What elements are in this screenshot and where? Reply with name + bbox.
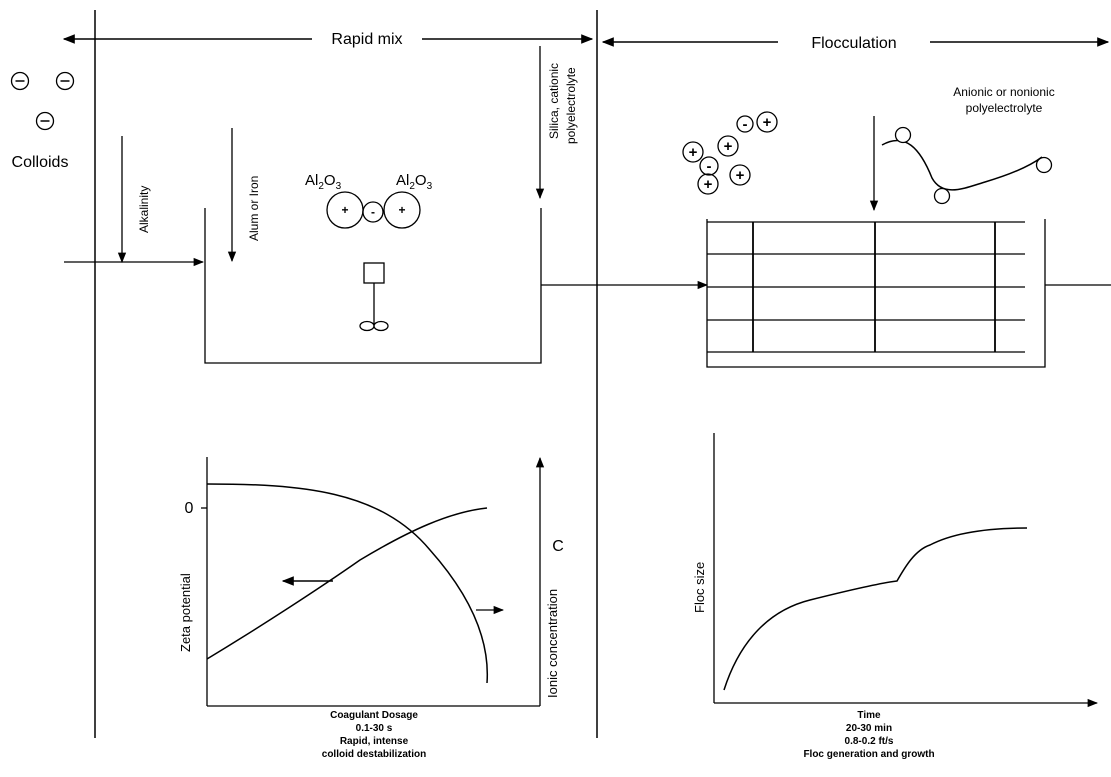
rapid-mix-label: Rapid mix bbox=[331, 31, 402, 48]
colloids-label: Colloids bbox=[12, 154, 69, 171]
colloid-negative-2 bbox=[55, 71, 75, 91]
anionic-label-line2: polyelectrolyte bbox=[966, 101, 1043, 115]
silica-label-line1: Silica, cationic bbox=[547, 63, 561, 139]
anionic-label-line1: Anionic or nonionic bbox=[953, 85, 1054, 99]
zero-tick-label: 0 bbox=[185, 500, 194, 517]
zeta-curve bbox=[206, 483, 489, 684]
particle-bridge: + - + bbox=[326, 191, 421, 229]
colloid-negative-1 bbox=[10, 71, 30, 91]
al2o3-left: Al2O3 bbox=[305, 172, 342, 192]
alkalinity-label: Alkalinity bbox=[137, 186, 151, 233]
bridge-minus: - bbox=[371, 205, 375, 219]
mixer-impeller-icon bbox=[359, 262, 389, 332]
charged-particle-cluster: + - + - + + + bbox=[682, 111, 778, 195]
bridge-plus-left: + bbox=[341, 203, 348, 217]
cluster-plus-5: + bbox=[736, 167, 745, 184]
cluster-plus-1: + bbox=[689, 144, 698, 161]
colloid-negative-3 bbox=[35, 111, 55, 131]
cluster-plus-2: + bbox=[724, 138, 733, 155]
flocculation-label: Flocculation bbox=[811, 35, 896, 52]
c-label: C bbox=[552, 538, 564, 555]
right-caption-2: 20-30 min bbox=[846, 723, 892, 734]
ionic-concentration-axis-label: Ionic concentration bbox=[545, 589, 560, 698]
polymer-chain-icon bbox=[881, 126, 1053, 205]
al2o3-right: Al2O3 bbox=[396, 172, 433, 192]
cluster-plus-4: + bbox=[704, 176, 713, 193]
floc-growth-curve bbox=[723, 527, 1028, 691]
floc-size-axis-label: Floc size bbox=[692, 562, 707, 613]
ionic-concentration-curve bbox=[206, 507, 488, 660]
flocculation-basin bbox=[706, 219, 1046, 368]
left-caption-2: 0.1-30 s bbox=[356, 723, 393, 734]
left-caption-1: Coagulant Dosage bbox=[330, 710, 418, 721]
right-caption-3: 0.8-0.2 ft/s bbox=[845, 736, 894, 747]
cluster-plus-3: + bbox=[763, 114, 772, 131]
left-caption-4: colloid destabilization bbox=[322, 749, 426, 760]
zeta-potential-axis-label: Zeta potential bbox=[178, 573, 193, 652]
cluster-minus-2: - bbox=[743, 116, 748, 133]
floc-size-chart: Floc size Time 20-30 min 0.8-0.2 ft/s Fl… bbox=[692, 433, 1099, 760]
bridge-plus-right: + bbox=[398, 203, 405, 217]
right-caption-1: Time bbox=[857, 710, 881, 721]
cluster-minus-1: - bbox=[707, 158, 712, 175]
silica-label-line2: polyelectrolyte bbox=[564, 67, 578, 144]
alum-or-iron-label: Alum or Iron bbox=[247, 176, 261, 241]
right-caption-4: Floc generation and growth bbox=[803, 749, 934, 760]
left-caption-3: Rapid, intense bbox=[340, 736, 409, 747]
zeta-potential-chart: 0 C Zeta potential Ionic concentration C… bbox=[178, 456, 564, 760]
